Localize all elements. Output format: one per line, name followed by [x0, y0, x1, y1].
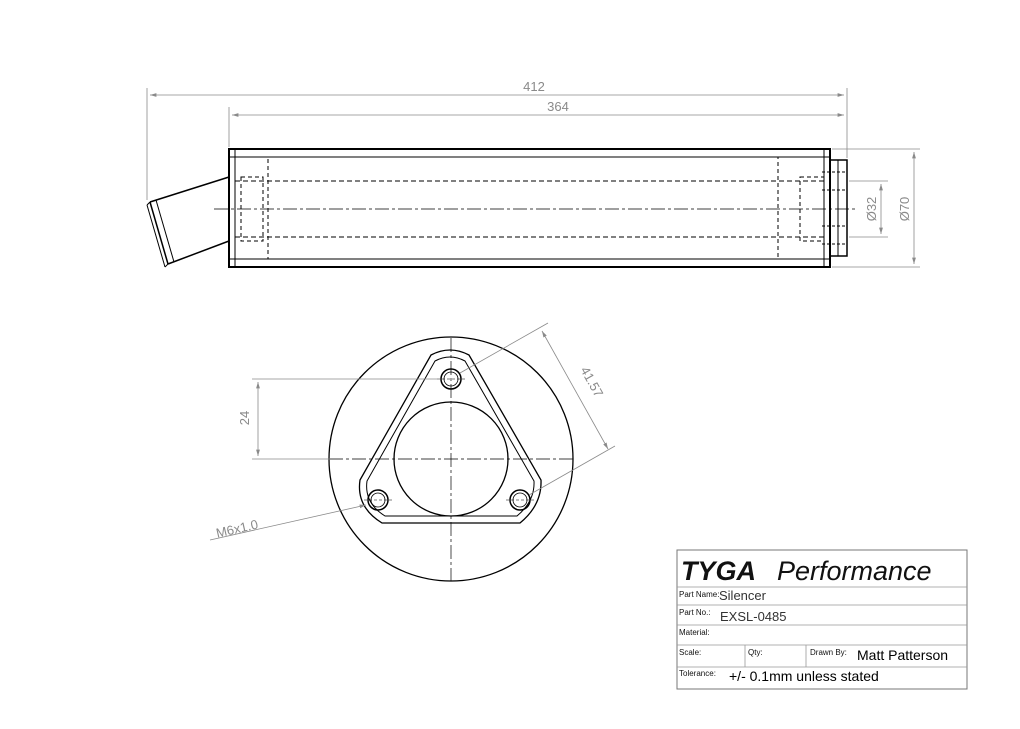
- title-block: TYGA Performance Part Name: Silencer Par…: [676, 549, 968, 690]
- side-view: [146, 148, 856, 268]
- brand-logo-tyga: TYGA: [681, 556, 756, 586]
- end-view-dimensions: 24 41.57 M6x1.0: [209, 322, 616, 541]
- tolerance-value: +/- 0.1mm unless stated: [729, 668, 879, 684]
- scale-label: Scale:: [679, 648, 701, 657]
- dim-hole-spacing: 41.57: [577, 364, 606, 400]
- thread-callout: M6x1.0: [215, 517, 260, 541]
- bolt-hole-left: [367, 489, 389, 511]
- hidden-baffle-right-outer: [777, 156, 825, 260]
- end-view: [328, 336, 574, 582]
- material-label: Material:: [679, 628, 710, 637]
- dim-line-hole-spacing: [541, 330, 609, 450]
- dim-hole-offset: 24: [237, 411, 252, 425]
- bolt-hole-left-thread: [370, 492, 386, 508]
- part-no-label: Part No.:: [679, 608, 711, 617]
- part-name-value: Silencer: [719, 588, 767, 603]
- drawn-by-value: Matt Patterson: [857, 647, 948, 663]
- brand-performance: Performance: [777, 556, 932, 586]
- inlet-pipe: [146, 176, 230, 268]
- dim-overall-length: 412: [523, 79, 545, 94]
- bolt-hole-right-thread: [512, 492, 528, 508]
- thread-leader-line: [209, 504, 367, 541]
- part-name-label: Part Name:: [679, 590, 719, 599]
- silencer-body: [228, 148, 831, 268]
- hidden-baffle-left-outer: [234, 156, 269, 260]
- dim-body-length: 364: [547, 99, 569, 114]
- bolt-hole-right: [509, 489, 531, 511]
- tolerance-label: Tolerance:: [679, 669, 716, 678]
- triangular-flange-inner: [366, 356, 535, 517]
- dim-outlet-diameter: Ø32: [864, 197, 879, 222]
- title-block-frame: [676, 549, 968, 690]
- part-no-value: EXSL-0485: [720, 609, 787, 624]
- triangular-flange: [358, 349, 542, 524]
- side-view-dimensions: 412 364 Ø32 Ø70: [146, 79, 920, 268]
- dim-body-diameter: Ø70: [897, 197, 912, 222]
- qty-label: Qty:: [748, 648, 763, 657]
- drawn-by-label: Drawn By:: [810, 648, 847, 657]
